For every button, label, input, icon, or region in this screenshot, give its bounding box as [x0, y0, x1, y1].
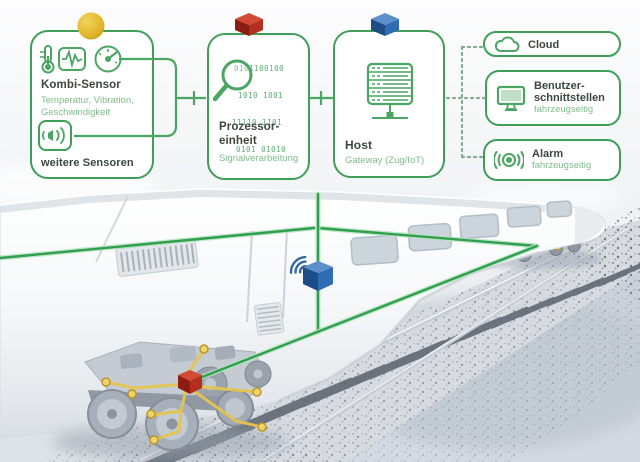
alarm-label: Alarm — [532, 148, 564, 160]
cloud-icon — [494, 35, 520, 52]
weitere-sensoren-box — [38, 120, 72, 151]
kombi-sensor-box: Kombi-Sensor Temperatur, Vibration, Gesc… — [30, 30, 154, 179]
thermometer-icon — [40, 45, 55, 74]
ui-label-2: schnittstellen — [534, 92, 605, 104]
host-title: Host — [345, 138, 373, 152]
host-subtitle: Gateway (Zug/IoT) — [345, 155, 425, 166]
sensor-nodes — [101, 344, 267, 445]
alarm-icon — [494, 151, 524, 169]
processor-cube-on-bogie — [178, 370, 202, 394]
binary-code: 0101100100 1010 1001 11110 1101 0101 010… — [232, 64, 287, 154]
server-icon — [366, 62, 414, 119]
weitere-sensoren-label: weitere Sensoren — [41, 157, 134, 169]
cloud-label: Cloud — [528, 38, 560, 51]
bogie-data-line — [189, 243, 540, 384]
user-interfaces-box: Benutzer- schnittstellen fahrzeugseitig — [485, 70, 621, 126]
kombi-sensor-subtitle-1: Temperatur, Vibration, — [41, 95, 134, 106]
vibration-icon — [58, 47, 86, 71]
cloud-box: Cloud — [483, 31, 621, 57]
ventilation-grille — [115, 239, 199, 277]
kombi-sensor-subtitle-2: Geschwindigkeit — [41, 107, 111, 118]
prozessor-box: 0101100100 1010 1001 11110 1101 0101 010… — [207, 33, 310, 180]
train-windows — [350, 200, 573, 266]
acoustic-sensor-icon — [41, 127, 65, 144]
prozessor-title-2: einheit — [219, 135, 257, 147]
ui-label-1: Benutzer- — [534, 80, 585, 92]
alarm-box: Alarm fahrzeugseitig — [483, 139, 621, 181]
host-cube-on-train — [303, 261, 333, 291]
alarm-sublabel: fahrzeugseitig — [532, 160, 592, 171]
kombi-sensor-title: Kombi-Sensor — [41, 79, 121, 91]
ui-sublabel: fahrzeugseitig — [534, 104, 594, 115]
small-grille — [254, 302, 285, 336]
host-box: Host Gateway (Zug/IoT) — [333, 30, 445, 178]
sensor-harness — [104, 348, 264, 442]
prozessor-title-1: Prozessor- — [219, 121, 280, 133]
monitor-icon — [496, 85, 526, 111]
speedometer-icon — [94, 45, 122, 73]
magnifier-icon — [212, 59, 253, 102]
prozessor-subtitle: Signalverarbeitung — [219, 153, 299, 164]
